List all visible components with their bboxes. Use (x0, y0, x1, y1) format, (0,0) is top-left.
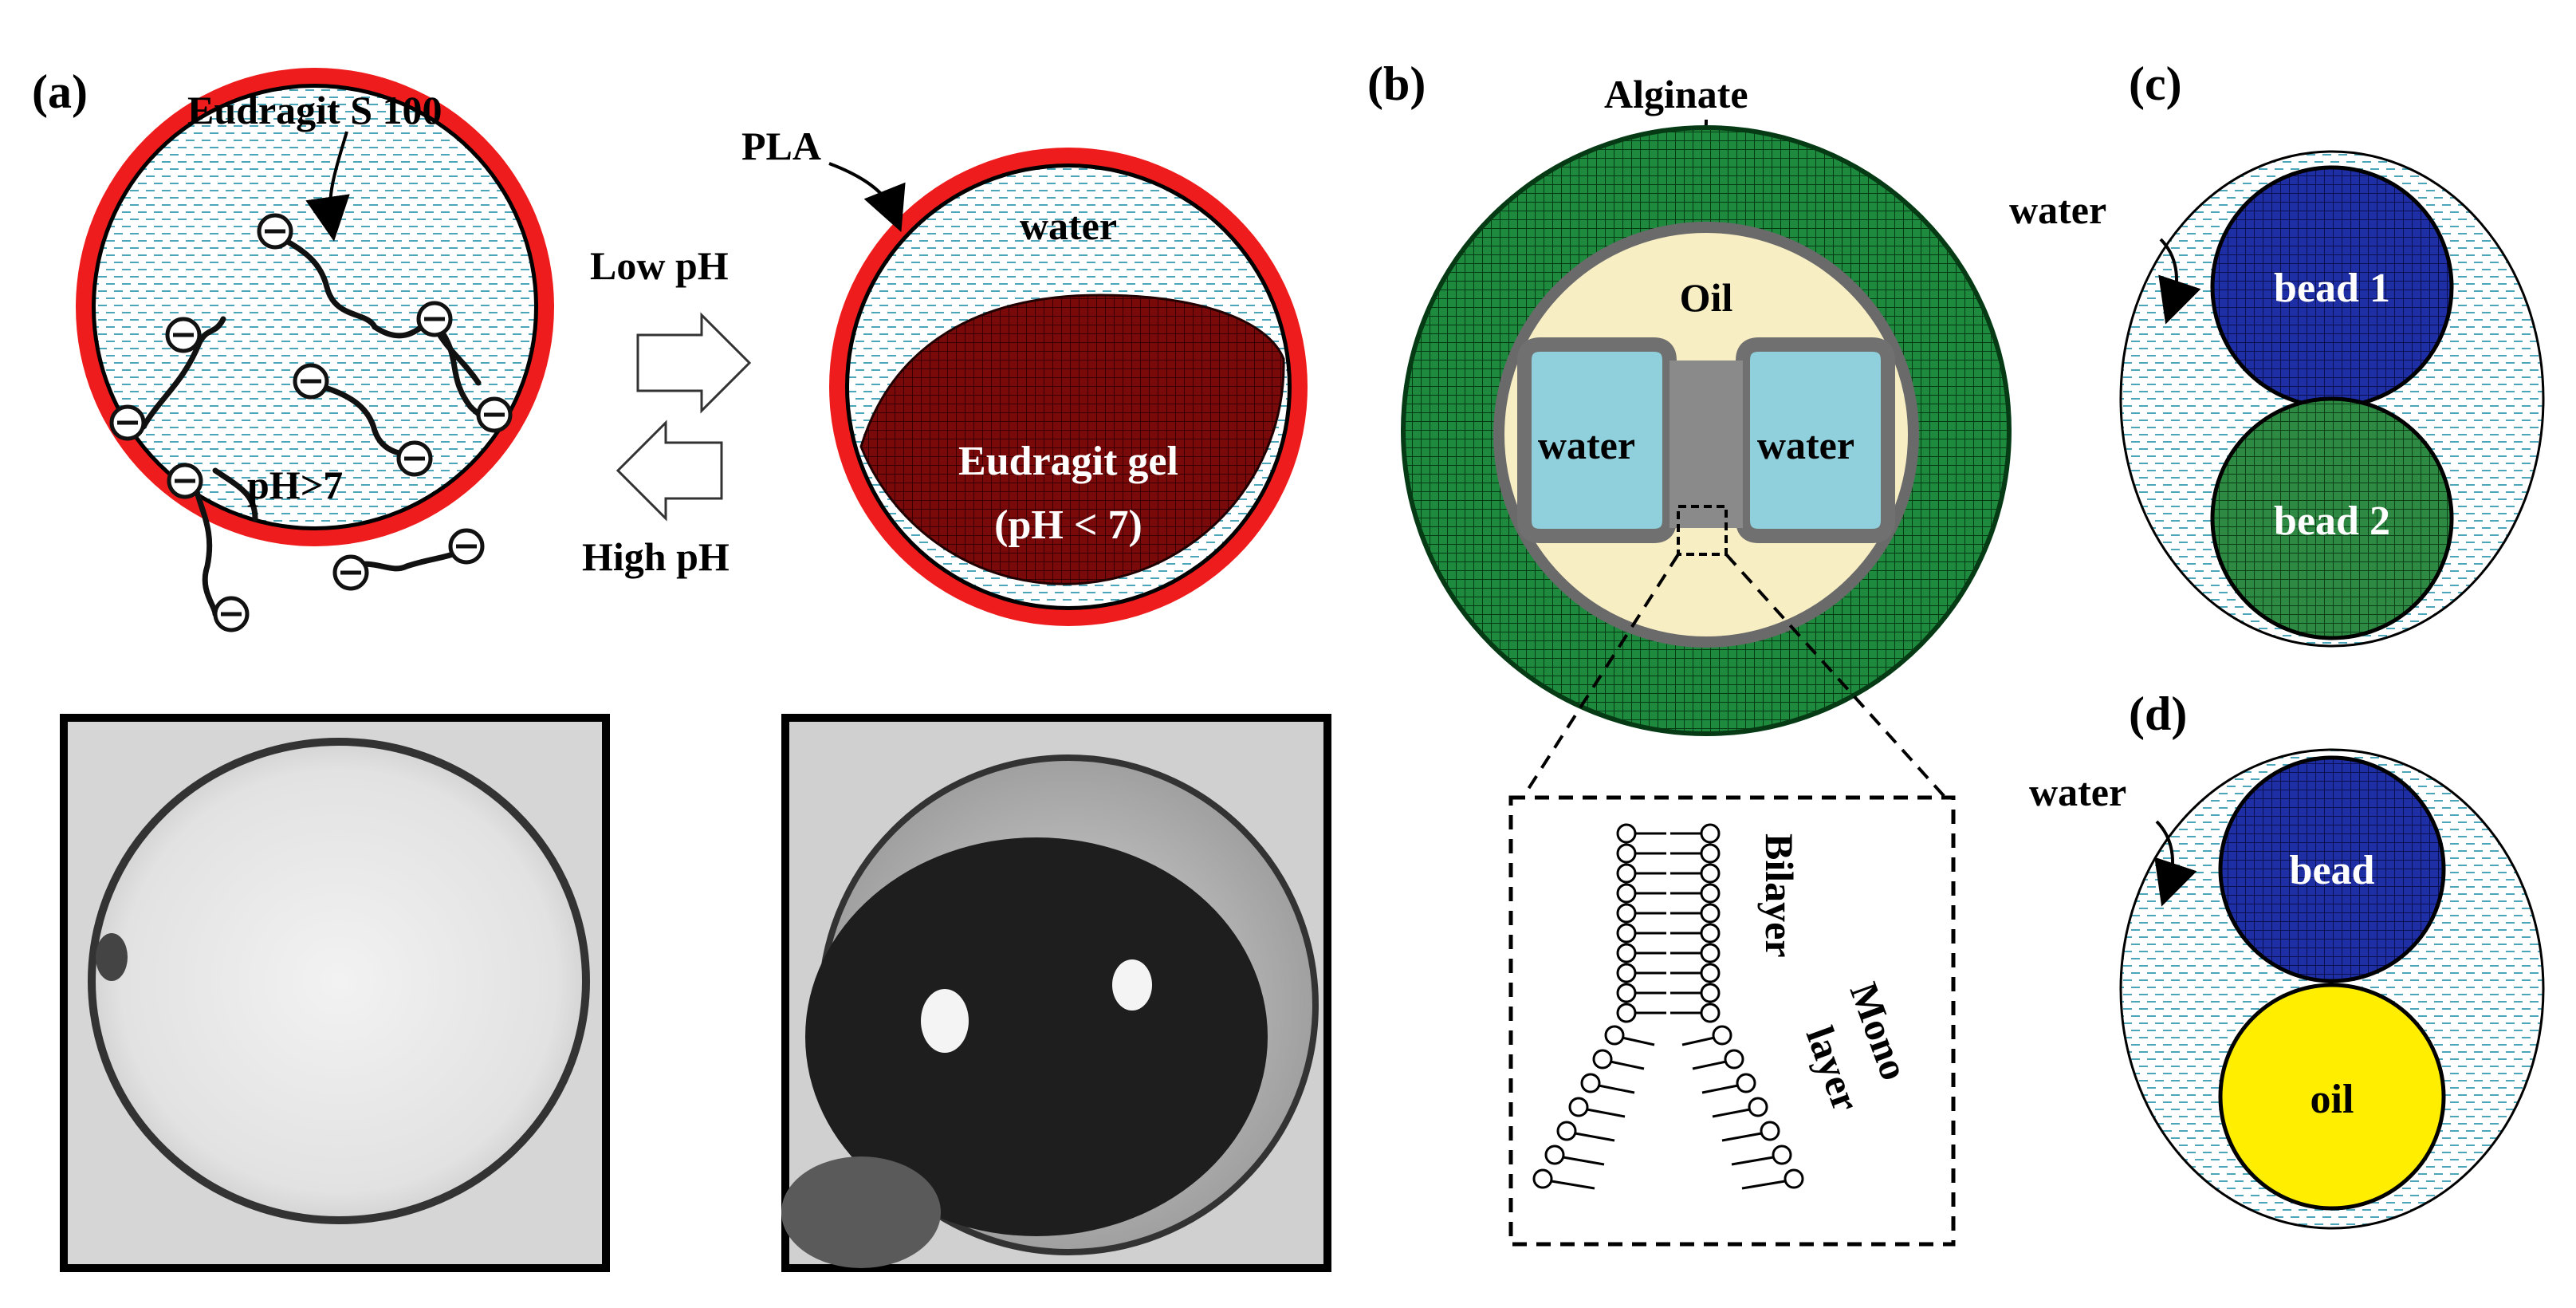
arrow-left-icon (615, 420, 723, 522)
zoom-region (1677, 505, 1728, 556)
pla-pointer-arrow (828, 162, 906, 232)
capsule-low-ph: water Eudragit gel (pH < 7) (829, 148, 1308, 626)
eudragit-label: Eudragit S 100 (187, 88, 442, 132)
gel-label-line2: (pH < 7) (994, 502, 1142, 548)
bilayer-interface (1669, 360, 1743, 528)
zoom-line-left (1521, 553, 1680, 799)
gel-label-line1: Eudragit gel (958, 439, 1178, 484)
bilayer-left-leaflet (1616, 823, 1666, 1023)
micrograph-right (781, 714, 1331, 1272)
water-label-b-right: water (1757, 423, 1854, 467)
charge-symbols (109, 213, 513, 632)
capsule-high-ph: pH>7 (76, 68, 554, 632)
pla-label: PLA (741, 124, 821, 168)
bead-label: bead (2290, 848, 2375, 893)
eudragit-gel (859, 294, 1285, 585)
monolayer-left (1532, 1025, 1655, 1190)
photo-debris (781, 1156, 941, 1268)
lipid-bilayer-drawing (1532, 823, 1804, 1190)
water-droplet-right (1736, 337, 1895, 543)
arrow-right-icon (636, 312, 752, 414)
monolayer-right (1681, 1025, 1804, 1190)
gel-photo-dark (805, 837, 1268, 1236)
eudragit-pointer-arrow (305, 131, 350, 242)
panel-a-label: (a) (32, 65, 88, 118)
water-label-a: water (1020, 203, 1117, 248)
panel-a: (a) (32, 65, 1331, 1272)
panel-d: (d) bead oil water (2029, 687, 2545, 1230)
panel-c-label: (c) (2129, 57, 2182, 110)
water-pointer-arrow-d (2154, 820, 2197, 907)
panel-b: (b) Alginate Oil water water (1367, 57, 2012, 1247)
photo-bubble-1 (921, 989, 969, 1053)
photo-defect (96, 933, 128, 981)
bead-2 (2210, 396, 2454, 640)
water-label-b-left: water (1538, 423, 1635, 467)
panel-b-label: (b) (1367, 57, 1426, 110)
water-label-d: water (2029, 770, 2126, 814)
bilayer-label: Bilayer (1757, 833, 1802, 958)
oil-label-b: Oil (1680, 275, 1733, 320)
capsule-photo-left (88, 738, 590, 1224)
water-interior-left (96, 88, 534, 526)
zoom-inset (1508, 795, 1956, 1247)
high-ph-label: High pH (582, 534, 730, 579)
panel-d-label: (d) (2129, 687, 2187, 740)
micrograph-left (60, 714, 610, 1272)
oil-droplet (2218, 983, 2446, 1211)
water-label-c: water (2009, 187, 2106, 232)
bead (2218, 755, 2446, 983)
oil-label-d: oil (2311, 1077, 2354, 1122)
alginate-label: Alginate (1604, 72, 1748, 116)
bilayer-right-leaflet (1670, 823, 1721, 1023)
zoom-line-right (1725, 553, 1947, 799)
bead-2-label: bead 2 (2274, 498, 2390, 544)
photo-bubble-2 (1112, 959, 1152, 1011)
panel-c: (c) bead 1 bead 2 water (2009, 57, 2545, 648)
bead-1-label: bead 1 (2274, 266, 2390, 311)
low-ph-label: Low pH (590, 243, 729, 288)
ph-gt7-label: pH>7 (247, 463, 343, 507)
water-pointer-arrow-c (2158, 238, 2201, 325)
